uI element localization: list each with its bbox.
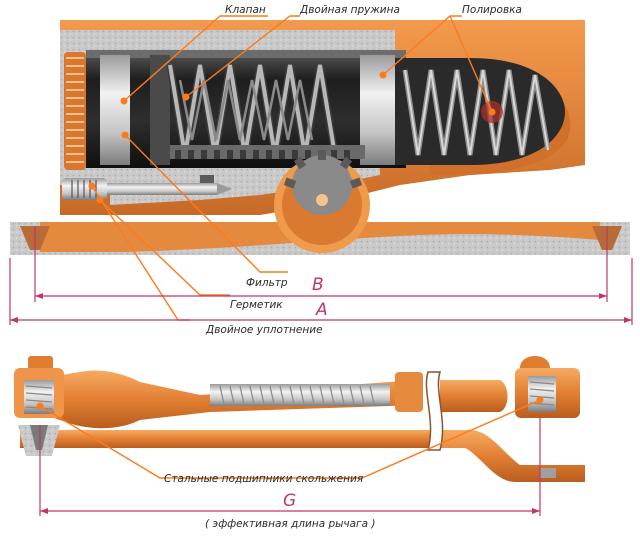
valve-assembly [62, 175, 232, 200]
rack [170, 145, 365, 159]
lever-upper-arm [30, 370, 508, 429]
hex-nut [395, 372, 423, 412]
left-pivot [14, 356, 64, 456]
dimension-g: G [283, 491, 296, 511]
return-spring [395, 58, 565, 165]
label-double-seal: Двойное уплотнение [205, 324, 323, 336]
break-marks [425, 371, 444, 451]
pinion-gear [274, 150, 370, 253]
piston [100, 55, 395, 165]
bearings-dots [36, 396, 544, 410]
adjuster-screw [210, 384, 390, 406]
right-pivot [515, 356, 580, 478]
callout-dots [88, 71, 496, 204]
label-bearings: Стальные подшипники скольжения [164, 473, 363, 485]
label-valve: Клапан [225, 4, 266, 16]
end-cap [64, 52, 86, 170]
dimension-lines-top [9, 226, 633, 325]
dimension-b: B [312, 275, 324, 295]
label-filter: Фильтр [246, 277, 288, 289]
dimension-lines-bottom [39, 418, 541, 516]
label-polishing: Полировка [462, 4, 522, 16]
label-sealant: Герметик [230, 299, 283, 311]
label-effective-length: ( эффективная длина рычага ) [205, 518, 375, 530]
bearings-callout [39, 399, 541, 479]
double-spring [166, 64, 339, 156]
dimension-a: A [315, 300, 328, 320]
label-double-spring: Двойная пружина [299, 4, 400, 16]
